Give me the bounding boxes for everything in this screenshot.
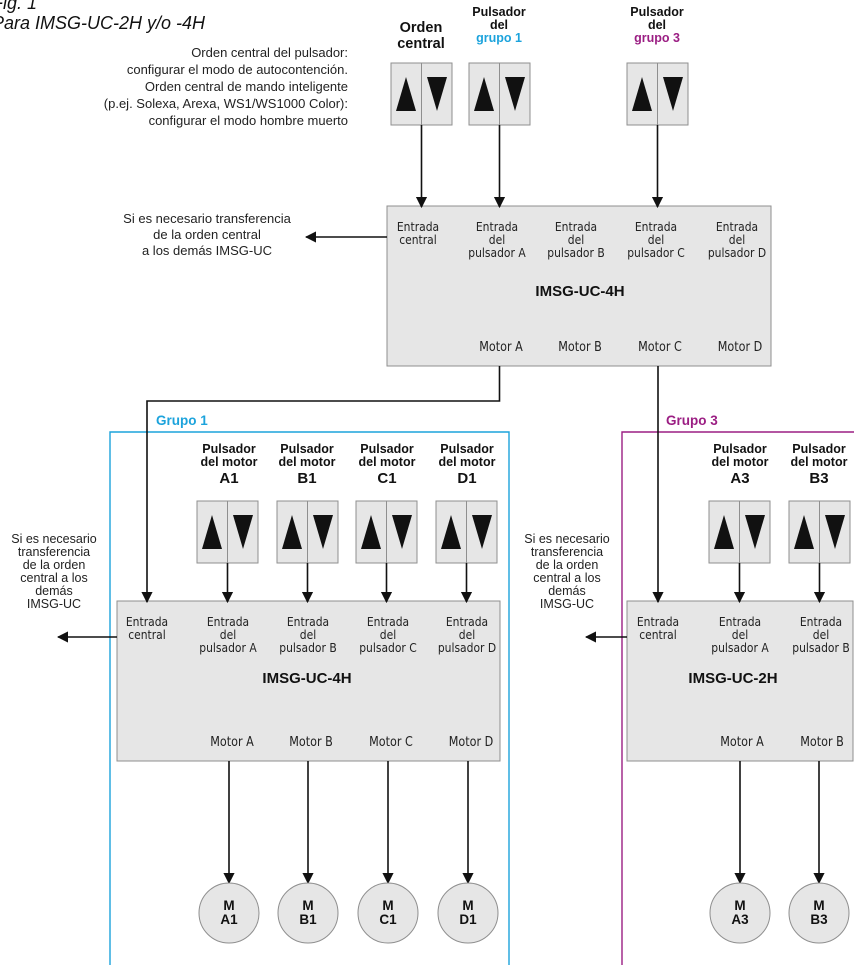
pushbutton-motor-c1-icon [355,500,418,564]
pushbutton-grupo-3-icon [626,62,689,126]
motor-b-label: Motor B [800,735,844,750]
note-line: configurar el modo hombre muerto [148,113,348,128]
group-3-frame [621,431,854,965]
motor-a-label: Motor A [479,340,523,355]
pushbutton-motor-d1-icon [435,500,498,564]
figure-number: Fig. 1 [0,0,38,13]
note-line: Orden central de mando inteligente [144,79,348,94]
device-name-right: IMSG-UC-2H [688,670,778,687]
note-block: Orden central del pulsador: configurar e… [104,44,348,129]
device-box-left [116,600,501,762]
motor-c-label: Motor C [369,735,413,750]
motor-a-label: Motor A [720,735,764,750]
motor-a-label: Motor A [210,735,254,750]
motor-b-label: Motor B [289,735,333,750]
figure-caption: Para IMSG-UC-2H y/o -4H [0,13,206,33]
group-3-label: Grupo 3 [666,413,718,428]
header-pulsador-grupo-3: Pulsador del grupo 3 [630,5,684,45]
note-line: configurar el modo de autocontención. [126,62,348,77]
transfer-note-top: Si es necesario transferencia de la orde… [123,211,291,258]
pushbutton-motor-a1-icon [196,500,259,564]
pushbutton-motor-b1-icon [276,500,339,564]
group-1-label: Grupo 1 [156,413,208,428]
motor-d1-circle [437,882,499,944]
note-line: Orden central del pulsador: [191,45,348,60]
pushbutton-motor-a3-icon [708,500,771,564]
group-1-frame [109,431,510,965]
note-line: (p.ej. Solexa, Arexa, WS1/WS1000 Color): [103,96,348,111]
motor-b1-circle [277,882,339,944]
device-box-right [626,600,854,762]
motor-d-label: Motor D [717,340,763,355]
motor-a3-circle [709,882,771,944]
motor-d-label: Motor D [448,735,494,750]
pushbutton-motor-b3-icon [788,500,851,564]
device-name-left: IMSG-UC-4H [262,670,352,687]
motor-b3-circle [788,882,850,944]
motor-b-label: Motor B [558,340,602,355]
header-orden-central: Orden central [397,20,445,52]
pushbutton-grupo-1-icon [468,62,531,126]
wire-motor-a-to-grupo1 [141,366,501,604]
device-name-top: IMSG-UC-4H [535,283,625,300]
pushbutton-central-icon [390,62,453,126]
motor-c-label: Motor C [638,340,682,355]
motor-a1-circle [198,882,260,944]
header-pulsador-grupo-1: Pulsador del grupo 1 [472,5,526,45]
motor-c1-circle [357,882,419,944]
connections [56,125,826,885]
device-box-top [386,205,772,367]
